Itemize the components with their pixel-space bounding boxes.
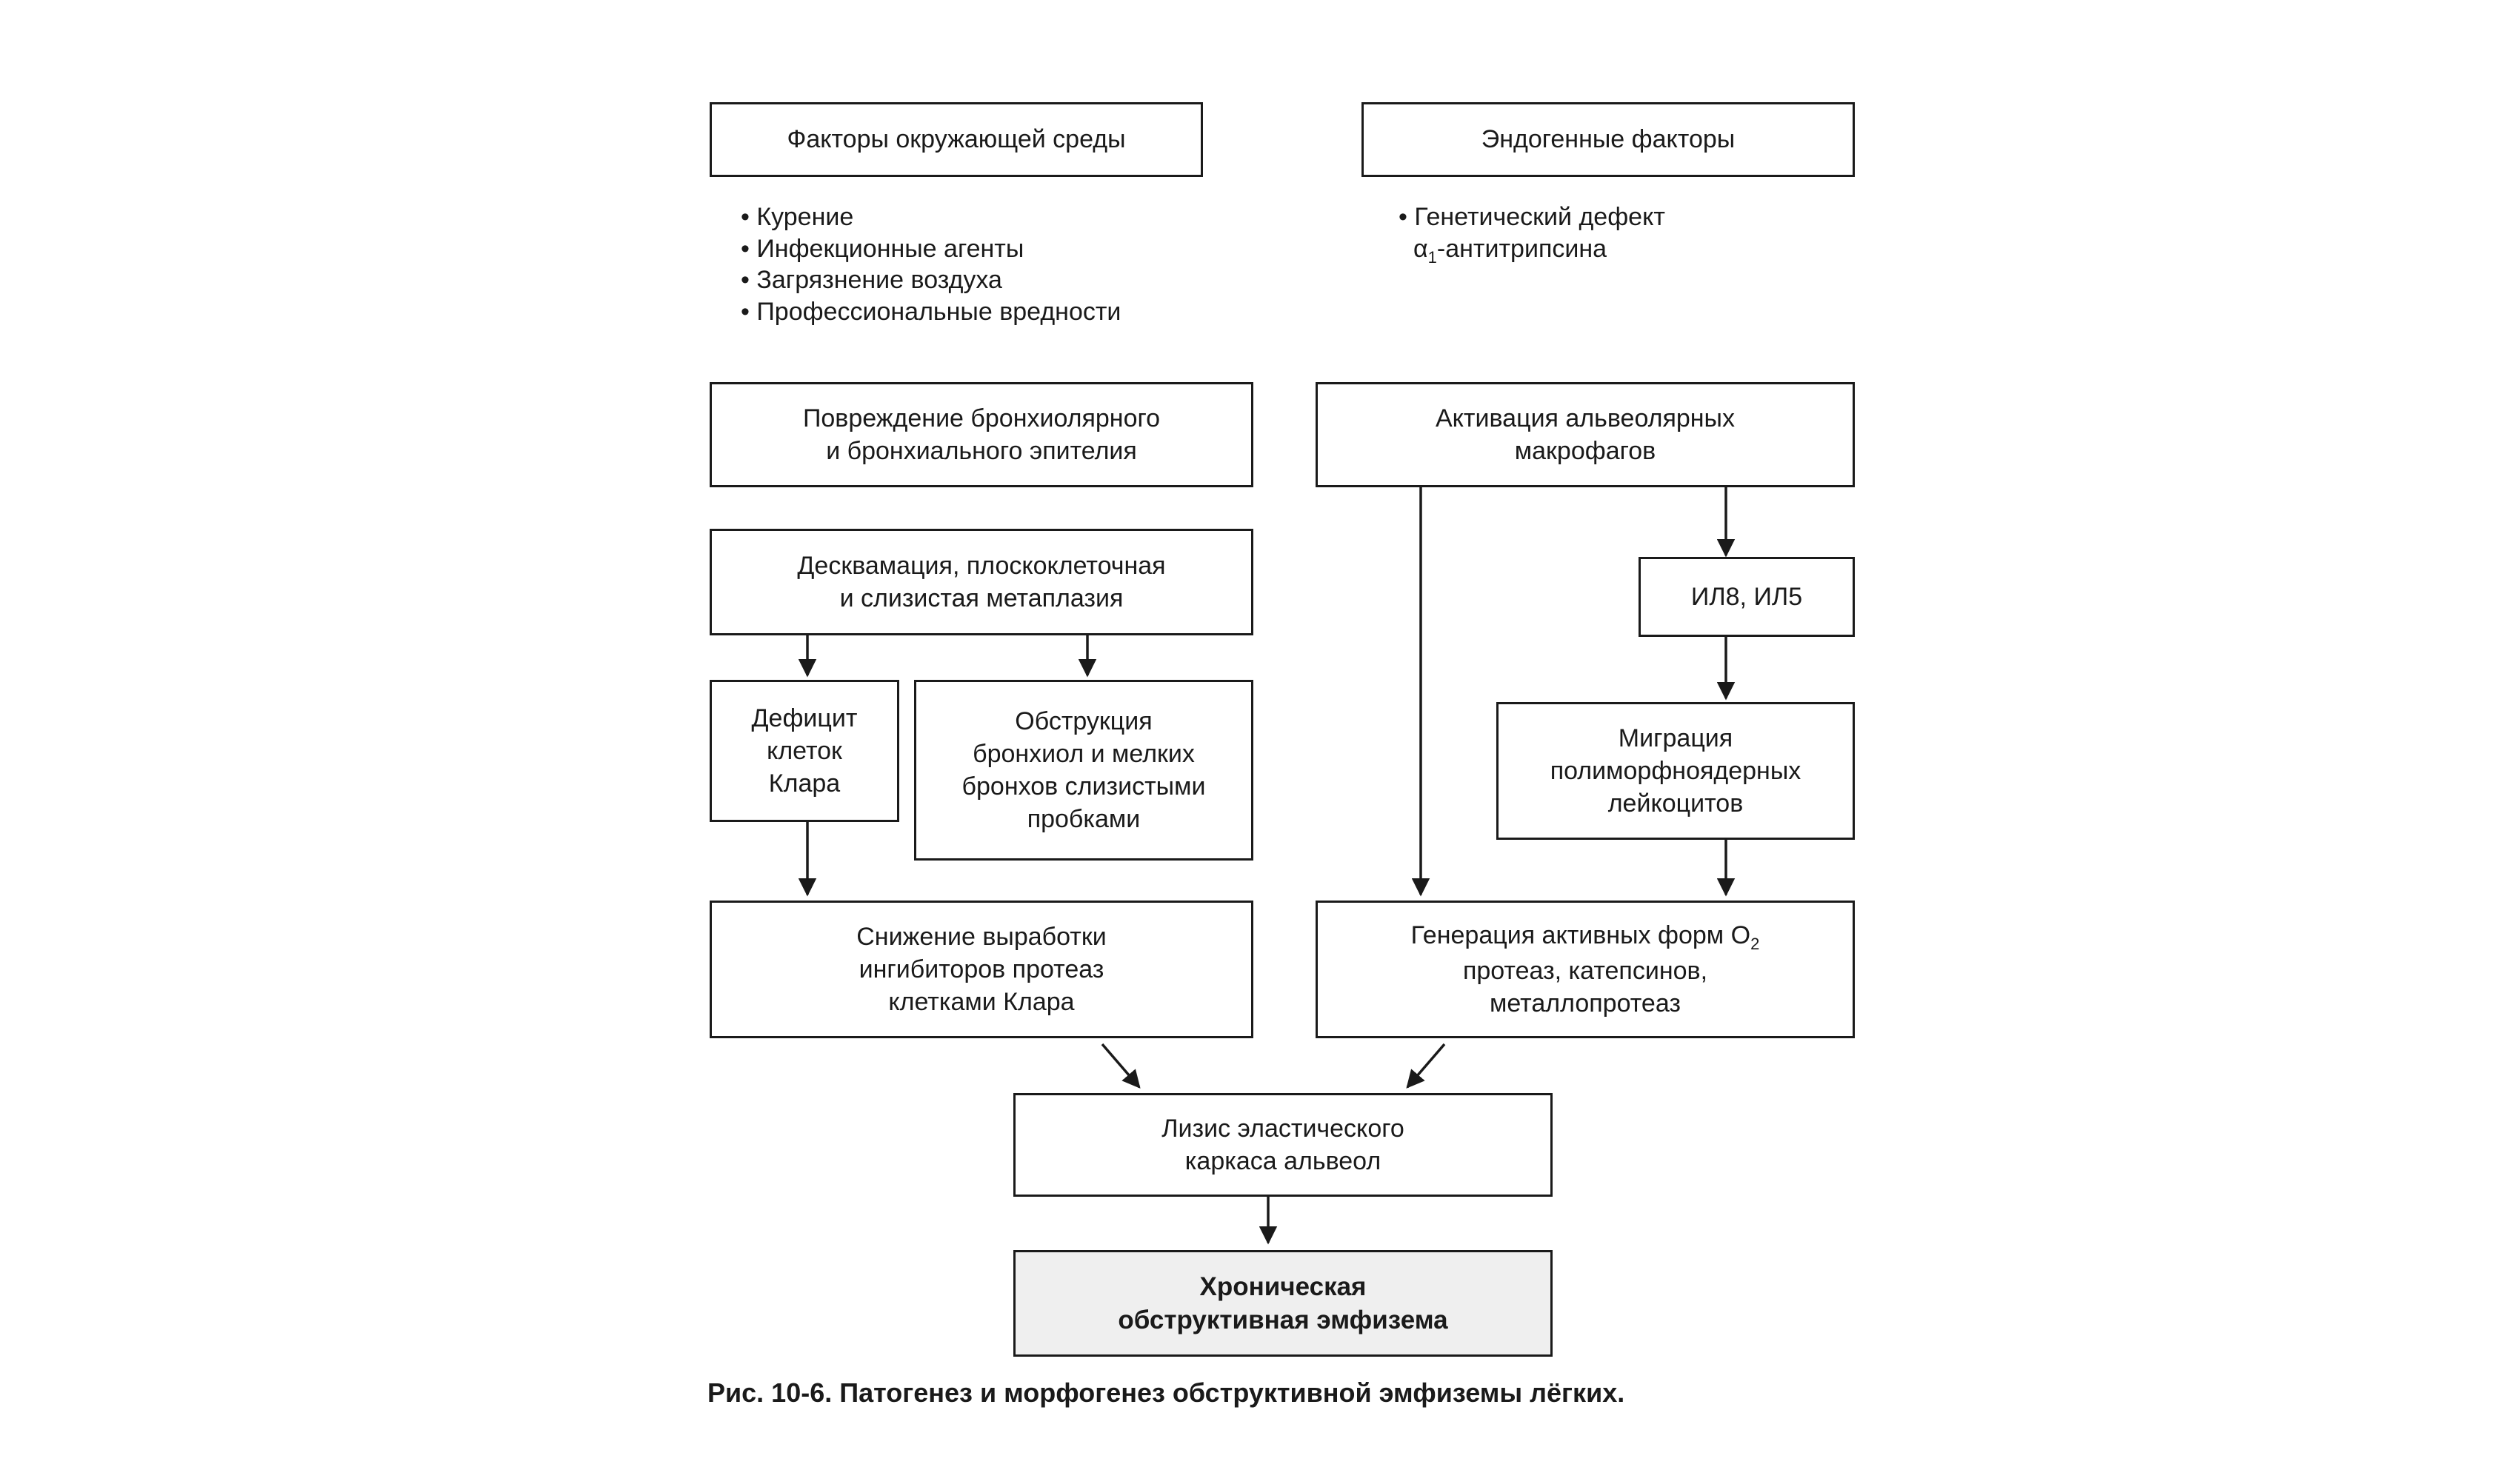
endo-factor-item: α1-антитрипсина bbox=[1413, 234, 1607, 267]
arrow-inhibitor-to-lysis bbox=[1101, 1043, 1141, 1089]
env-factor-item: • Инфекционные агенты bbox=[741, 234, 1024, 263]
inhibitor-decrease-box: Снижение выработки ингибиторов протеаз к… bbox=[710, 901, 1253, 1038]
arrow-generation-to-lysis bbox=[1406, 1043, 1446, 1089]
migration-box: Миграция полиморфноядерных лейкоцитов bbox=[1496, 702, 1855, 840]
env-factor-item: • Загрязнение воздуха bbox=[741, 266, 1002, 294]
obstruction-box: Обструкция бронхиол и мелких бронхов сли… bbox=[914, 680, 1253, 861]
clara-deficit-box: Дефицит клеток Клара bbox=[710, 680, 899, 822]
interleukins-box: ИЛ8, ИЛ5 bbox=[1639, 557, 1855, 637]
lysis-box: Лизис эластического каркаса альвеол bbox=[1013, 1093, 1553, 1197]
endo-factor-item: • Генетический дефект bbox=[1399, 203, 1665, 231]
endo-factors-list: • Генетический дефект α1-антитрипсина bbox=[1399, 201, 1665, 267]
generation-box: Генерация активных форм O2 протеаз, кате… bbox=[1316, 901, 1855, 1038]
env-factor-item: • Профессиональные вредности bbox=[741, 297, 1121, 326]
macrophage-activation-box: Активация альвеолярных макрофагов bbox=[1316, 382, 1855, 487]
env-factors-box: Факторы окружающей среды bbox=[710, 102, 1203, 177]
env-factors-list: • Курение • Инфекционные агенты • Загряз… bbox=[741, 201, 1121, 327]
figure-caption: Рис. 10-6. Патогенез и морфогенез обстру… bbox=[707, 1377, 1625, 1408]
epithelium-damage-box: Повреждение бронхиолярного и бронхиально… bbox=[710, 382, 1253, 487]
desquamation-box: Десквамация, плоскоклеточная и слизистая… bbox=[710, 529, 1253, 635]
env-factors-label: Факторы окружающей среды bbox=[787, 125, 1126, 154]
endo-factors-box: Эндогенные факторы bbox=[1361, 102, 1855, 177]
emphysema-result-box: Хроническая обструктивная эмфизема bbox=[1013, 1250, 1553, 1357]
endo-factors-label: Эндогенные факторы bbox=[1481, 125, 1736, 154]
env-factor-item: • Курение bbox=[741, 203, 854, 231]
